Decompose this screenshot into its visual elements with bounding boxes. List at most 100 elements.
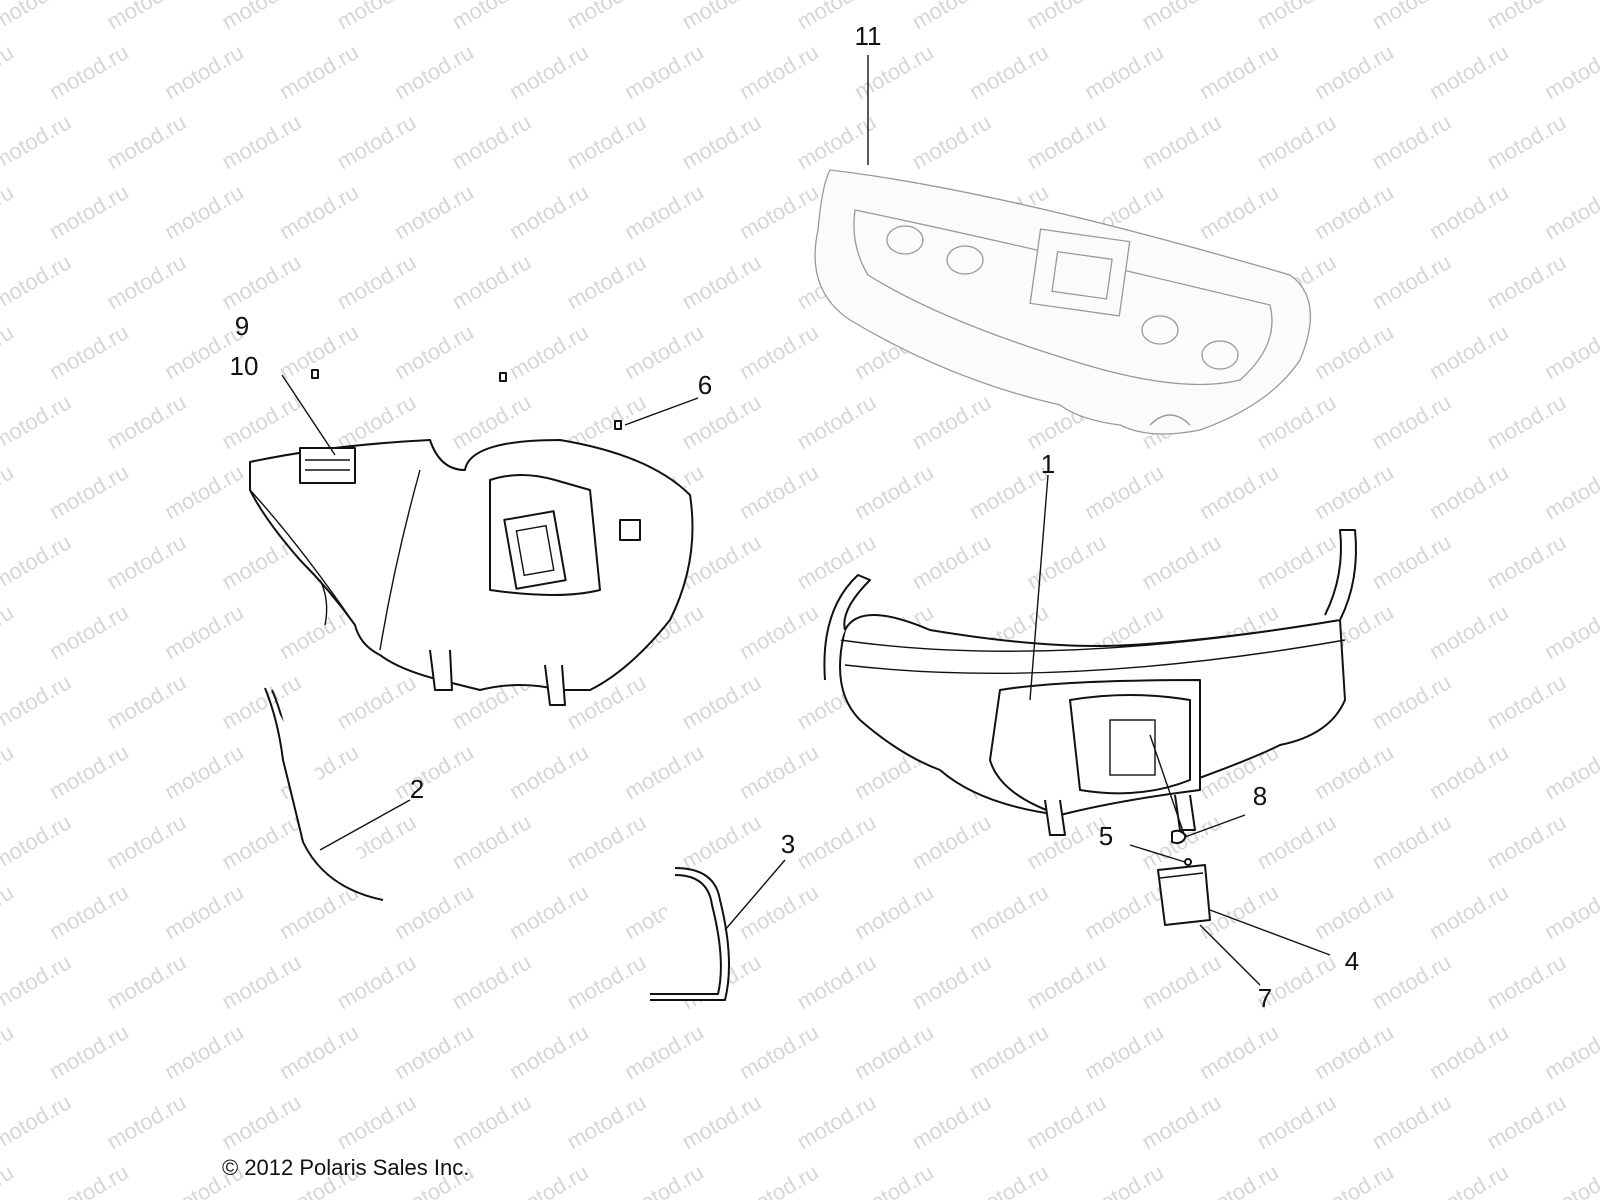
- watermark-text: motod.ru: [0, 249, 75, 314]
- watermark-text: motod.ru: [1368, 529, 1456, 594]
- watermark-text: motod.ru: [1483, 249, 1571, 314]
- watermark-text: motod.ru: [448, 949, 536, 1014]
- watermark-text: motod.ru: [1540, 1159, 1600, 1200]
- watermark-text: motod.ru: [0, 319, 18, 384]
- watermark-text: motod.ru: [0, 949, 75, 1014]
- watermark-text: motod.ru: [1310, 879, 1398, 944]
- watermark-text: motod.ru: [620, 319, 708, 384]
- watermark-text: motod.ru: [908, 949, 996, 1014]
- watermark-text: motod.ru: [965, 39, 1053, 104]
- watermark-text: motod.ru: [1080, 1159, 1168, 1200]
- watermark-text: motod.ru: [1425, 739, 1513, 804]
- watermark-text: motod.ru: [793, 1089, 881, 1154]
- watermark-text: motod.ru: [160, 179, 248, 244]
- watermark-text: motod.ru: [1195, 1159, 1283, 1200]
- watermark-text: motod.ru: [218, 669, 306, 734]
- watermark-text: motod.ru: [1540, 879, 1600, 944]
- watermark-text: motod.ru: [965, 1019, 1053, 1084]
- watermark-text: motod.ru: [1253, 809, 1341, 874]
- watermark-text: motod.ru: [160, 739, 248, 804]
- watermark-text: motod.ru: [0, 1159, 18, 1200]
- leader-lines: [281, 55, 1331, 986]
- watermark-text: motod.ru: [620, 739, 708, 804]
- watermark-text: motod.ru: [275, 39, 363, 104]
- copyright-notice: © 2012 Polaris Sales Inc.: [222, 1155, 470, 1180]
- watermark-text: motod.ru: [1368, 949, 1456, 1014]
- watermark-text: motod.ru: [218, 109, 306, 174]
- watermark-text: motod.ru: [45, 179, 133, 244]
- watermark-text: motod.ru: [1540, 459, 1600, 524]
- watermark-text: motod.ru: [448, 109, 536, 174]
- watermark-text: motod.ru: [735, 1019, 823, 1084]
- watermark-text: motod.ru: [850, 1159, 938, 1200]
- part-3-seal-strip: [649, 867, 730, 1002]
- watermark-text: motod.ru: [1368, 669, 1456, 734]
- screw-set: [311, 369, 622, 430]
- callout-3: 3: [781, 829, 795, 859]
- watermark-text: motod.ru: [1540, 319, 1600, 384]
- watermark-text: motod.ru: [103, 109, 191, 174]
- watermark-text: motod.ru: [1540, 739, 1600, 804]
- callout-labels: 11 9 10 6 1 2 3 8 5 4 7: [230, 21, 1360, 1013]
- watermark-text: motod.ru: [1080, 39, 1168, 104]
- watermark-text: motod.ru: [218, 0, 306, 34]
- watermark-text: motod.ru: [103, 389, 191, 454]
- watermark-text: motod.ru: [0, 809, 75, 874]
- part-11-instrument-panel: [814, 169, 1311, 435]
- watermark-text: motod.ru: [333, 249, 421, 314]
- watermark-text: motod.ru: [1310, 739, 1398, 804]
- watermark-text: motod.ru: [678, 669, 766, 734]
- watermark-text: motod.ru: [1540, 39, 1600, 104]
- watermark-text: motod.ru: [678, 809, 766, 874]
- watermark-text: motod.ru: [1023, 1089, 1111, 1154]
- watermark-text: motod.ru: [1425, 39, 1513, 104]
- watermark-text: motod.ru: [45, 879, 133, 944]
- watermark-text: motod.ru: [448, 1089, 536, 1154]
- watermark-text: motod.ru: [333, 949, 421, 1014]
- watermark-text: motod.ru: [908, 389, 996, 454]
- watermark-text: motod.ru: [1368, 249, 1456, 314]
- watermark-text: motod.ru: [563, 0, 651, 34]
- part-2-seal-strip: [264, 687, 384, 901]
- watermark-text: motod.ru: [678, 389, 766, 454]
- watermark-text: motod.ru: [793, 809, 881, 874]
- watermark-text: motod.ru: [103, 249, 191, 314]
- watermark-text: motod.ru: [0, 1089, 75, 1154]
- watermark-text: motod.ru: [160, 39, 248, 104]
- watermark-text: motod.ru: [1253, 389, 1341, 454]
- watermark-text: motod.ru: [103, 0, 191, 34]
- watermark-text: motod.ru: [505, 1159, 593, 1200]
- watermark-text: motod.ru: [1310, 179, 1398, 244]
- watermark-text: motod.ru: [1368, 389, 1456, 454]
- watermark-text: motod.ru: [793, 389, 881, 454]
- watermark-text: motod.ru: [678, 109, 766, 174]
- watermark-text: motod.ru: [218, 949, 306, 1014]
- watermark-text: motod.ru: [1138, 109, 1226, 174]
- watermark-text: motod.ru: [333, 669, 421, 734]
- watermark-text: motod.ru: [505, 179, 593, 244]
- watermark-text: motod.ru: [45, 1159, 133, 1200]
- watermark-text: motod.ru: [1368, 809, 1456, 874]
- watermark-text: motod.ru: [103, 1089, 191, 1154]
- callout-1: 1: [1041, 449, 1055, 479]
- watermark-text: motod.ru: [275, 1019, 363, 1084]
- watermark-text: motod.ru: [160, 879, 248, 944]
- callout-6: 6: [698, 370, 712, 400]
- watermark-text: motod.ru: [218, 1089, 306, 1154]
- watermark-text: motod.ru: [1195, 179, 1283, 244]
- watermark-text: motod.ru: [678, 249, 766, 314]
- watermark-text: motod.ru: [0, 739, 18, 804]
- watermark-text: motod.ru: [333, 1089, 421, 1154]
- watermark-text: motod.ru: [1138, 1089, 1226, 1154]
- watermark-text: motod.ru: [965, 879, 1053, 944]
- watermark-text: motod.ru: [103, 809, 191, 874]
- watermark-text: motod.ru: [1425, 179, 1513, 244]
- watermark-text: motod.ru: [620, 39, 708, 104]
- watermark-text: motod.ru: [1540, 1019, 1600, 1084]
- watermark-text: motod.ru: [1425, 1019, 1513, 1084]
- watermark-text: motod.ru: [1425, 459, 1513, 524]
- watermark-text: motod.ru: [735, 459, 823, 524]
- watermark-text: motod.ru: [1425, 879, 1513, 944]
- watermark-text: motod.ru: [218, 389, 306, 454]
